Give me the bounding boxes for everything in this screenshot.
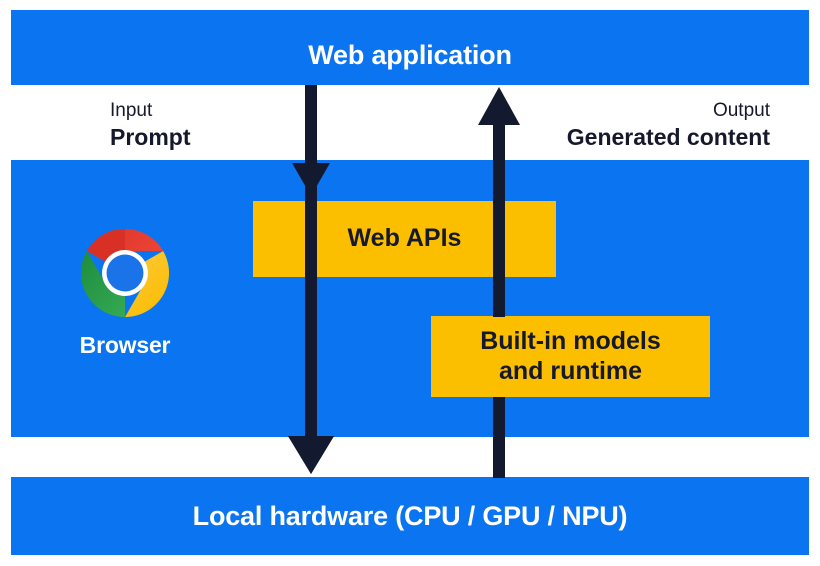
builtin-models-line2: and runtime bbox=[498, 356, 643, 385]
annotation-output: Output Generated content bbox=[567, 100, 770, 150]
chrome-logo bbox=[80, 228, 170, 318]
input-flow-arrowhead-bottom bbox=[288, 436, 334, 474]
box-builtin-models[interactable]: Built-in models and runtime bbox=[431, 316, 710, 397]
browser-label: Browser bbox=[79, 332, 171, 358]
output-value: Generated content bbox=[566, 123, 770, 150]
input-caption: Input bbox=[110, 100, 153, 121]
local-hardware-label: Local hardware (CPU / GPU / NPU) bbox=[192, 501, 628, 531]
input-value: Prompt bbox=[110, 123, 191, 150]
builtin-models-line1: Built-in models bbox=[480, 327, 661, 355]
browser-group: Browser bbox=[55, 228, 195, 359]
band-local-hardware: Local hardware (CPU / GPU / NPU) bbox=[11, 477, 809, 555]
box-web-apis[interactable]: Web APIs bbox=[253, 201, 556, 277]
output-caption: Output bbox=[712, 100, 770, 121]
web-apis-label: Web APIs bbox=[347, 224, 462, 253]
builtin-models-label: Built-in models and runtime bbox=[480, 327, 661, 386]
annotation-input: Input Prompt bbox=[110, 100, 191, 150]
web-application-label: Web application bbox=[308, 40, 512, 70]
band-web-application: Web application bbox=[11, 10, 809, 85]
